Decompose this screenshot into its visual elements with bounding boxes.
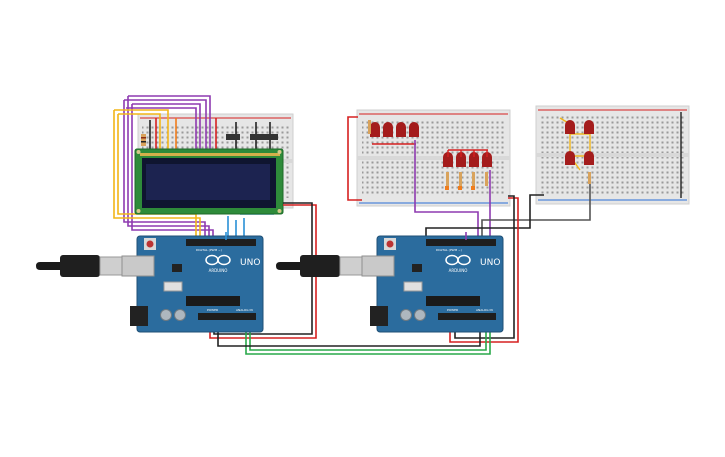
arduino-brand: ARDUINO [449,268,468,273]
led-icon [383,122,393,137]
left-board-components [226,134,278,140]
power-label: POWER [447,308,458,312]
header-wire-stubs [225,232,467,240]
led-icon [584,120,594,134]
reset-button-icon [384,238,396,250]
arduino-model: UNO [480,258,500,268]
led-icon [565,151,575,165]
led-icon [565,120,575,134]
led-icon [409,122,419,137]
arduino-brand: ARDUINO [209,268,228,273]
led-icon [456,152,466,167]
power-label: POWER [207,308,218,312]
led-icon [469,152,479,167]
digital-label: DIGITAL (PWM ~) [196,248,222,252]
led-icon [482,152,492,167]
led-group-right [559,117,594,184]
led-group-top [368,120,419,145]
digital-label: DIGITAL (PWM ~) [436,248,462,252]
led-icon [370,122,380,137]
arduino-model: UNO [240,258,260,268]
arduino-logo [205,254,231,266]
arduino-uno-left: ARDUINO UNO DIGITAL (PWM ~) POWER ANALOG… [36,235,264,333]
usb-cable-icon [276,255,365,277]
led-icon [443,152,453,167]
arduino-logo [445,254,471,266]
arduino-uno-right: ARDUINO UNO DIGITAL (PWM ~) POWER ANALOG… [276,235,504,333]
resistor-icon [141,134,146,146]
breadboard-right [535,105,690,205]
lcd-wires [113,95,277,238]
analog-label: ANALOG IN [236,308,253,312]
usb-cable-icon [36,255,125,277]
analog-label: ANALOG IN [476,308,493,312]
led-icon [396,122,406,137]
reset-button-icon [144,238,156,250]
led-group-bottom [443,149,492,190]
led-icon [584,151,594,165]
lcd-module [134,148,284,215]
